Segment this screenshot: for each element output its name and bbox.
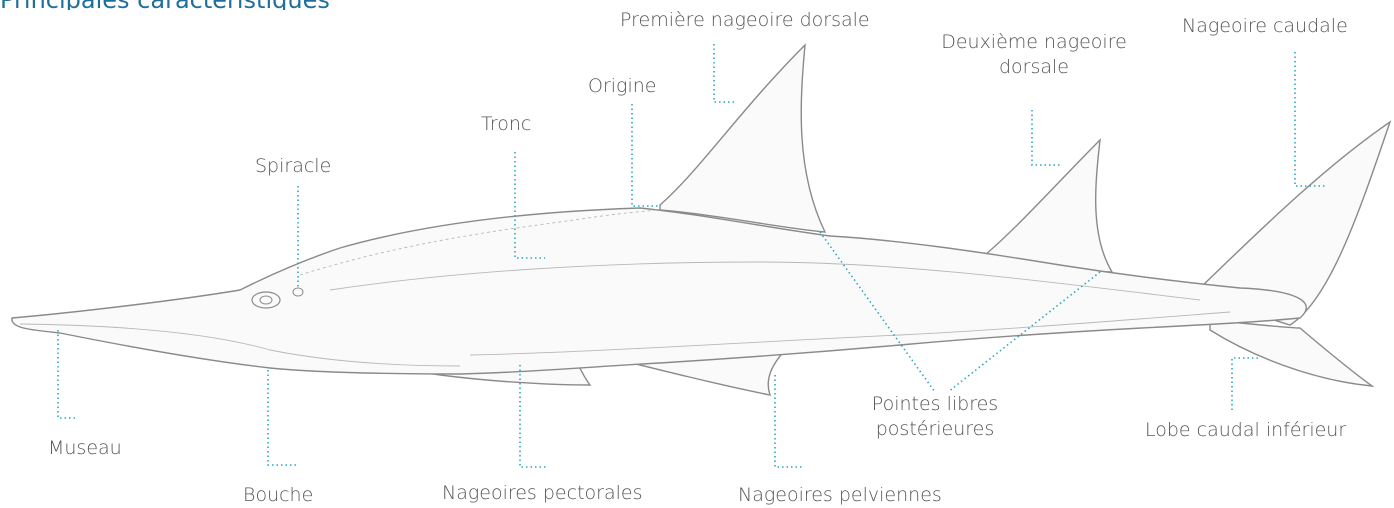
label-pectorales: Nageoires pectorales [442, 481, 642, 506]
label-pointes: Pointes libres postérieures [840, 392, 1030, 442]
fish-body [12, 208, 1306, 374]
first-dorsal-fin [660, 45, 825, 232]
label-deuxieme-dorsale-line1: Deuxième nageoire [924, 30, 1144, 55]
leader-caudale [1295, 52, 1325, 186]
leader-museau [58, 330, 78, 418]
label-lobe: Lobe caudal inférieur [1145, 418, 1346, 443]
leader-lobe [1232, 358, 1258, 412]
label-museau: Museau [48, 436, 122, 461]
label-deuxieme-dorsale: Deuxième nageoire dorsale [924, 30, 1144, 80]
second-dorsal-fin [985, 140, 1112, 272]
label-premiere-dorsale: Première nageoire dorsale [620, 8, 870, 33]
leader-origine [632, 104, 660, 206]
label-pelviennes: Nageoires pelviennes [738, 483, 942, 508]
label-deuxieme-dorsale-line2: dorsale [924, 55, 1144, 80]
leader-deuxieme-dorsale [1032, 110, 1062, 165]
label-spiracle: Spiracle [255, 154, 331, 179]
leader-premiere-dorsale [714, 44, 735, 102]
leader-pelviennes [775, 375, 802, 467]
leader-bouche [268, 370, 298, 465]
caudal-fin-lower [1210, 320, 1372, 386]
label-caudale: Nageoire caudale [1182, 14, 1348, 39]
label-tronc: Tronc [481, 112, 531, 137]
label-bouche: Bouche [243, 483, 313, 508]
label-pointes-line1: Pointes libres [840, 392, 1030, 417]
label-origine: Origine [588, 74, 656, 99]
label-pointes-line2: postérieures [840, 417, 1030, 442]
